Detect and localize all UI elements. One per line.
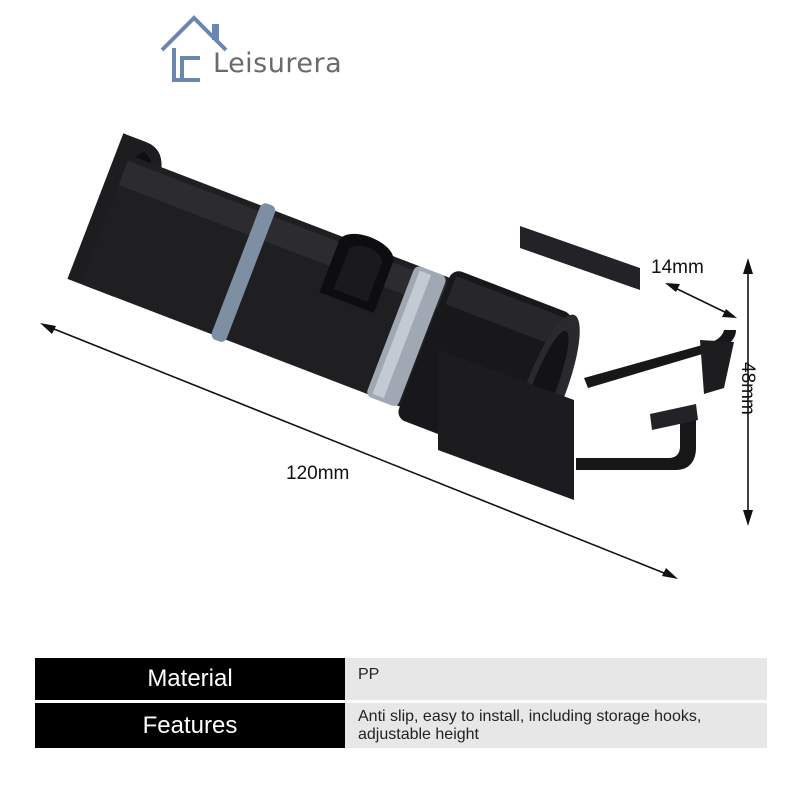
hook-width-dimension-label: 14mm (651, 257, 704, 278)
spec-row-features: Features Anti slip, easy to install, inc… (35, 703, 767, 748)
spec-label-material: Material (35, 658, 345, 700)
house-icon (160, 15, 228, 82)
spec-row-material: Material PP (35, 658, 767, 700)
spec-value-material: PP (345, 658, 767, 700)
shower-slider-image (40, 133, 753, 579)
spec-label-features: Features (35, 703, 345, 748)
brand-name: Leisurera (213, 48, 343, 79)
length-dimension-label: 120mm (286, 463, 350, 484)
spec-value-features: Anti slip, easy to install, including st… (345, 703, 767, 748)
height-dimension-label: 48mm (737, 362, 758, 415)
spec-table: Material PP Features Anti slip, easy to … (35, 658, 767, 751)
